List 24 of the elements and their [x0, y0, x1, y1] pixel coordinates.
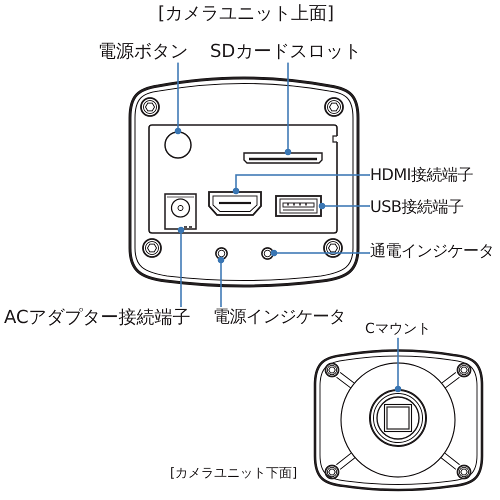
part-label: SDカードスロット	[210, 41, 362, 63]
part-label: HDMI接続端子	[370, 165, 473, 184]
part-label: 電源ボタン	[98, 41, 188, 63]
dc-jack	[164, 193, 197, 230]
part-label: ACアダプター接続端子	[4, 307, 191, 329]
leader-line	[218, 256, 224, 307]
indicator-led	[215, 247, 228, 260]
view-title: [カメラユニット上面]	[158, 3, 334, 25]
part-label: 電源インジケータ	[213, 307, 346, 328]
hdmi-port	[208, 191, 262, 216]
view-caption: [カメラユニット下面]	[170, 466, 298, 482]
usb-port	[275, 195, 322, 217]
leader-line	[394, 338, 402, 392]
indicator-led	[261, 247, 274, 260]
part-label: Cマウント	[365, 321, 431, 338]
leader-line	[232, 174, 370, 194]
leader-line	[318, 202, 370, 210]
lens-mount	[369, 389, 427, 447]
leader-line	[178, 226, 184, 307]
part-label: 通電インジケータ	[370, 241, 494, 260]
sd-card-slot	[243, 152, 323, 164]
power-button	[164, 131, 192, 159]
part-label: USB接続端子	[370, 197, 464, 216]
leader-line	[174, 62, 182, 134]
